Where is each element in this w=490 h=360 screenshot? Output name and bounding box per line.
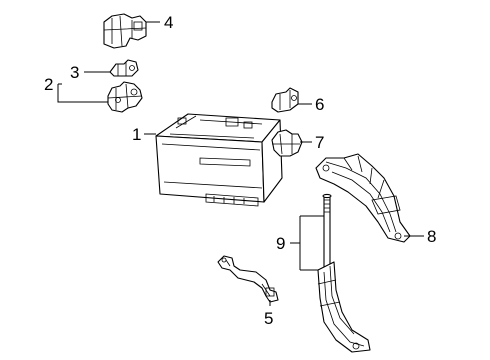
terminal-cover-part [103,13,147,49]
terminal-clamp-part [109,59,139,77]
callout-9: 9 [276,234,285,253]
battery-part [155,113,283,207]
callout-4: 4 [164,13,173,32]
callout-7: 7 [315,133,324,152]
callout-6: 6 [315,95,324,114]
ground-cable-part [217,255,279,303]
callout-1: 1 [132,125,141,144]
bracket-7-part [271,129,303,157]
callout-3: 3 [70,63,79,82]
bracket-6-part [271,87,299,113]
callout-2: 2 [44,75,53,94]
leader-2 [57,83,108,103]
leader-9 [290,215,324,271]
hold-down-clamp-part [317,261,371,353]
terminal-assembly-part [107,81,143,113]
battery-tray-part [315,153,411,243]
callout-8: 8 [427,227,436,246]
callout-5: 5 [264,309,273,328]
